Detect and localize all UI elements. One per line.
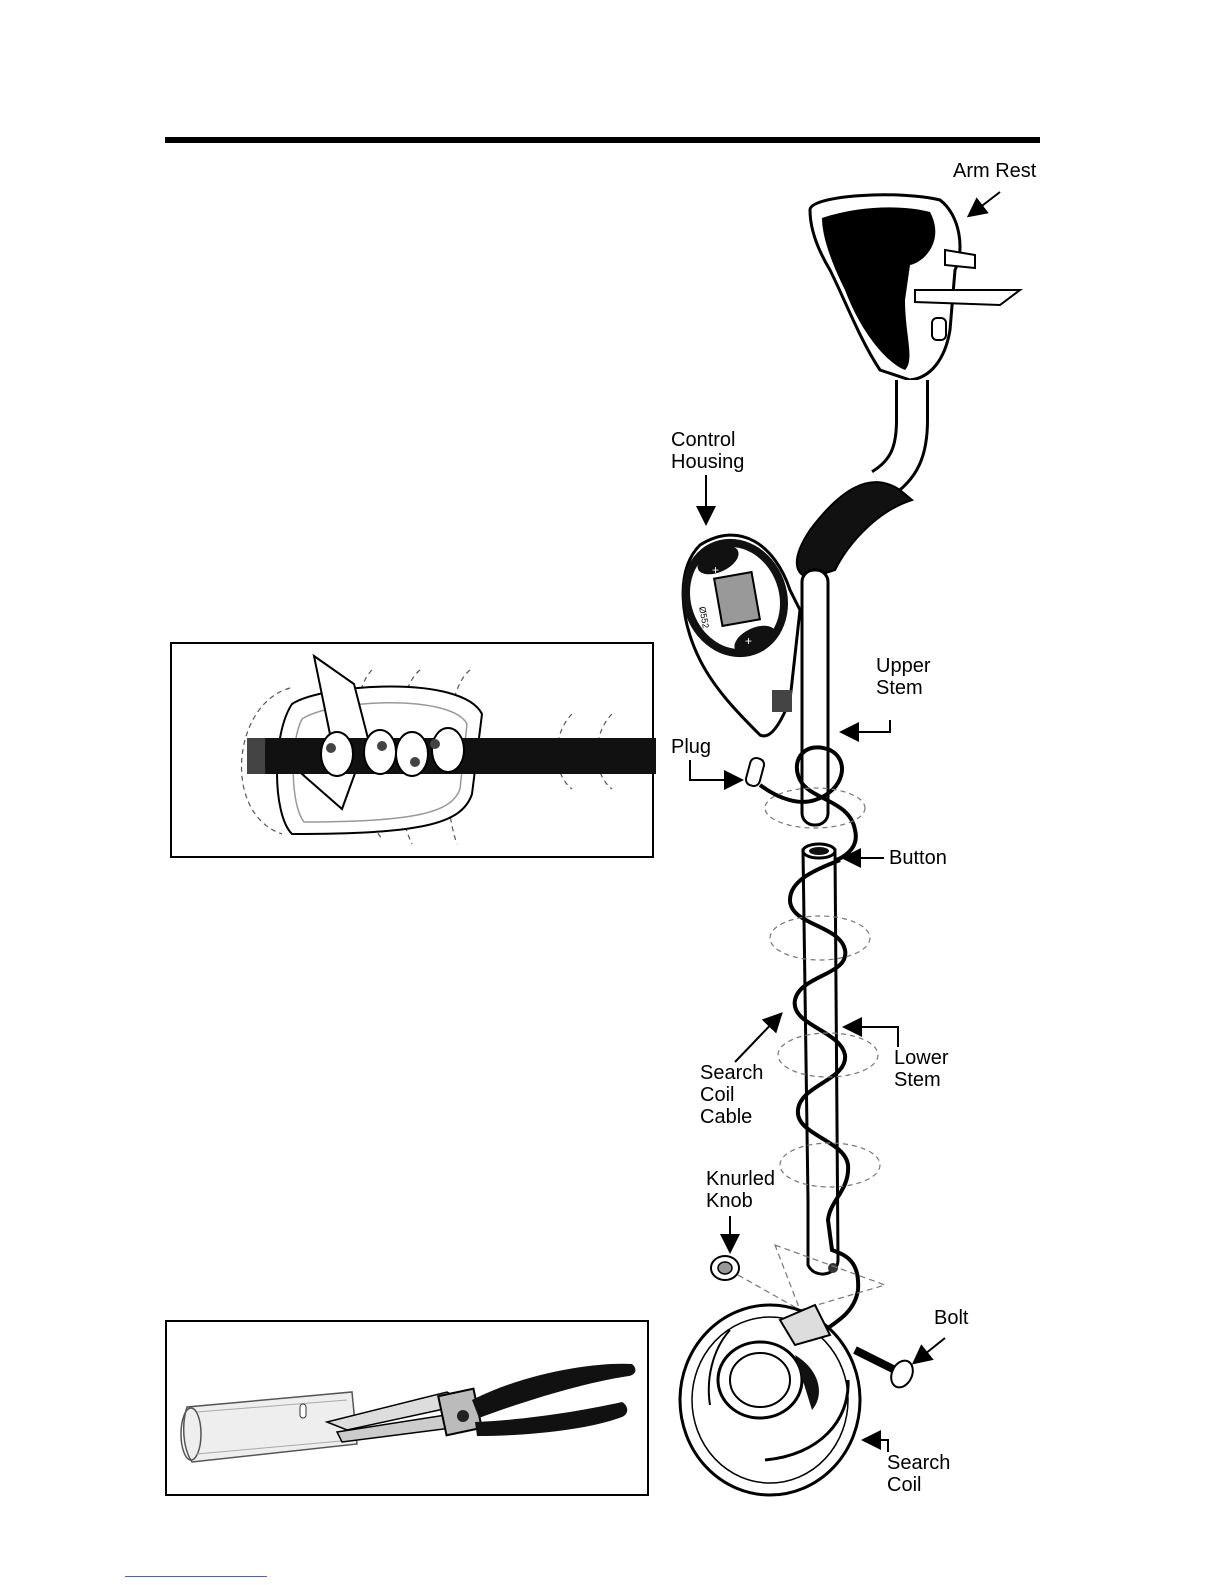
bolt-shape bbox=[855, 1350, 917, 1391]
label-upper-stem: Upper Stem bbox=[876, 655, 930, 699]
footer-link-underline bbox=[125, 1576, 267, 1577]
knurled-knob-shape bbox=[711, 1256, 739, 1280]
label-arm-rest: Arm Rest bbox=[953, 160, 1036, 182]
armrest-clamp-inset bbox=[170, 642, 654, 858]
arm-rest-shape bbox=[810, 195, 1020, 380]
svg-text:+: + bbox=[712, 563, 719, 577]
label-search-coil: Search Coil bbox=[887, 1452, 950, 1496]
plug-shape bbox=[745, 757, 766, 788]
label-bolt: Bolt bbox=[934, 1307, 968, 1329]
control-housing-model: Ø552 bbox=[697, 606, 711, 629]
header-rule bbox=[165, 137, 1040, 143]
label-search-coil-cable: Search Coil Cable bbox=[700, 1062, 763, 1128]
armrest-clamp-illustration bbox=[172, 644, 656, 860]
label-control-housing: Control Housing bbox=[671, 429, 744, 473]
label-lower-stem: Lower Stem bbox=[894, 1047, 948, 1091]
pliers-inset bbox=[165, 1320, 649, 1496]
svg-text:+: + bbox=[745, 634, 752, 648]
pliers-illustration bbox=[167, 1322, 651, 1498]
label-knurled-knob: Knurled Knob bbox=[706, 1168, 775, 1212]
control-housing-shape: + + Ø552 bbox=[666, 524, 805, 736]
label-button: Button bbox=[889, 847, 947, 869]
label-plug: Plug bbox=[671, 736, 711, 758]
search-coil-shape bbox=[680, 1305, 860, 1495]
